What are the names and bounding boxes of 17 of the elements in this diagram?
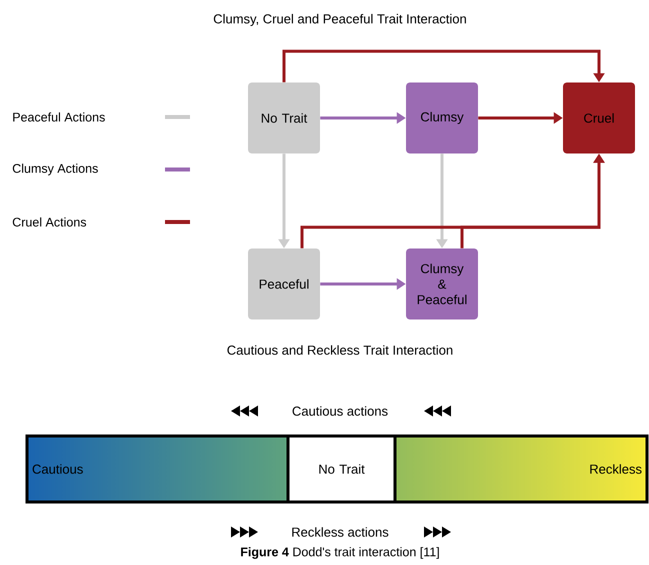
trait-box: No Trait — [248, 82, 320, 154]
trait-box: Cruel — [563, 82, 635, 154]
gradient-band: Cautious — [26, 434, 290, 504]
trait-box: Clumsy — [406, 82, 478, 154]
gradient-band: Reckless — [394, 434, 648, 504]
legend-label: Cruel Actions — [12, 217, 86, 227]
band-cell: No Trait — [286, 434, 396, 504]
legend-label: Peaceful Actions — [13, 112, 105, 122]
legend-label: Clumsy Actions — [12, 164, 98, 176]
trait-box: Clumsy & Peaceful — [406, 248, 478, 320]
title: Clumsy, Cruel and Peaceful Trait Interaction — [214, 14, 466, 26]
direction-label: Cautious actions — [292, 406, 388, 416]
trait-box: Peaceful — [248, 248, 320, 320]
direction-label: Reckless actions — [292, 527, 388, 537]
caption: Figure 4 Dodd's trait interaction [11] — [241, 547, 439, 559]
section-heading: Cautious and Reckless Trait Interaction — [227, 345, 452, 355]
arrow — [282, 50, 605, 82]
